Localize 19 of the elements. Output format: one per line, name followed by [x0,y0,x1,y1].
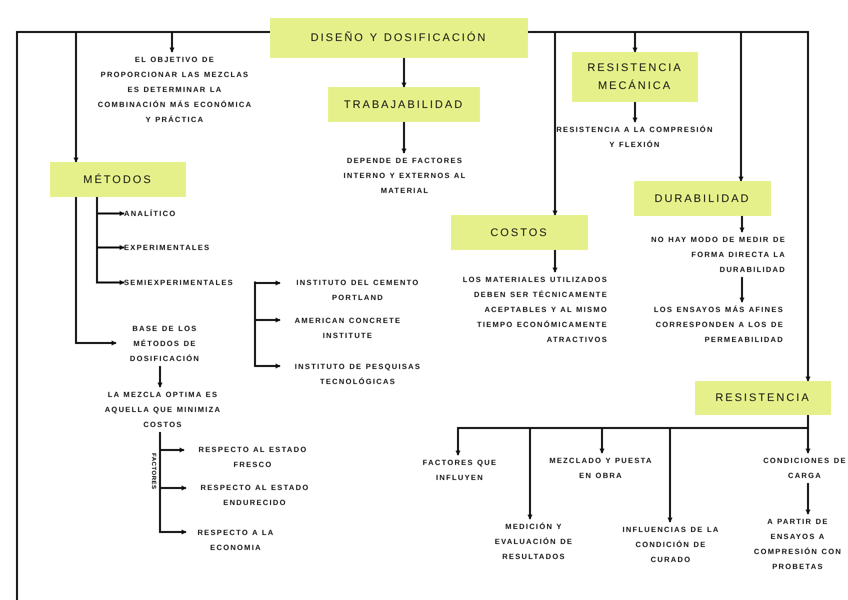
concept-box: COSTOS [451,215,588,250]
arrow [402,122,406,154]
arrow [254,280,281,286]
arrow [158,366,162,388]
arrow [632,102,638,123]
arrow [806,483,810,515]
concept-box: DURABILIDAD [634,181,771,216]
concept-box: RESISTENCIA [695,381,831,415]
arrow [552,250,558,273]
arrow [740,277,744,303]
concept-box: RESISTENCIA MECÁNICA [572,52,698,102]
concept-box: DISEÑO Y DOSIFICACIÓN [270,18,528,58]
arrow [402,58,406,88]
concept-box: MÉTODOS [50,162,186,197]
arrow [806,415,810,454]
concept-box: TRABAJABILIDAD [328,87,480,122]
arrow [740,216,744,233]
arrow [159,432,187,534]
arrow [75,197,117,346]
